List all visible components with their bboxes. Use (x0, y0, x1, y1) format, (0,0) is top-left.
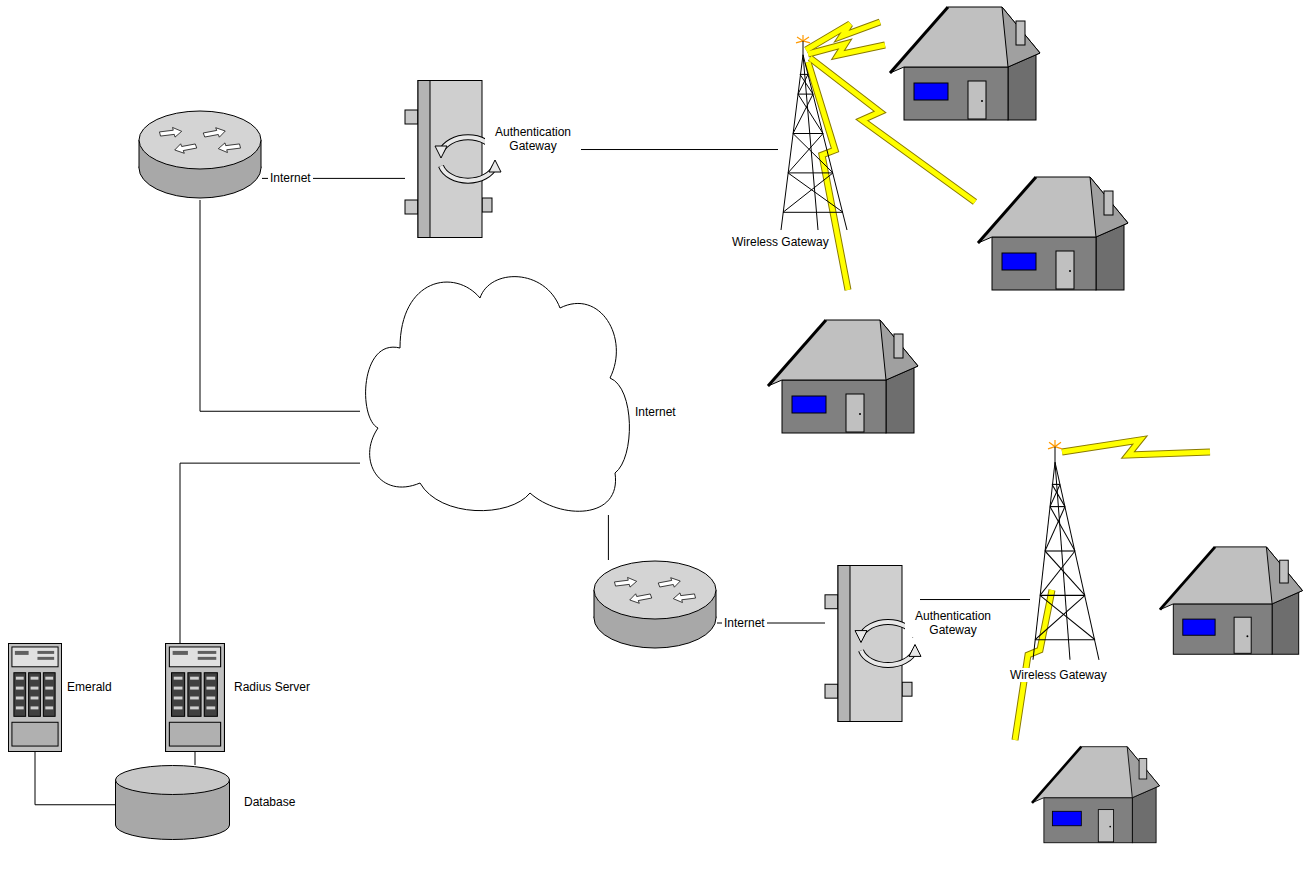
network-link (180, 463, 360, 643)
network-link (608, 515, 609, 560)
tower-icon (1030, 440, 1102, 662)
node-label: Authentication Gateway (905, 609, 1001, 637)
houses (768, 7, 1303, 843)
gateway-icon (825, 565, 920, 722)
node-label: Emerald (65, 680, 114, 694)
node-label: Database (242, 795, 297, 809)
network-link (35, 752, 115, 805)
router-node: Internet (138, 110, 262, 200)
node-label: Internet (633, 405, 678, 419)
gateway-node: Authentication Gateway (825, 565, 920, 722)
server-node: Radius Server (165, 643, 225, 752)
server-node: Emerald (8, 643, 62, 752)
node-label: Internet (268, 171, 313, 185)
database-node: Database (115, 765, 230, 840)
server-icon (165, 643, 225, 752)
network-link (195, 752, 196, 765)
router-icon (593, 560, 717, 650)
tower-node: Wireless Gateway (1030, 440, 1102, 662)
network-link (200, 200, 360, 411)
network-link (920, 599, 1030, 600)
router-node: Internet (593, 560, 717, 650)
node-label: Internet (722, 616, 767, 630)
gateway-node: Authentication Gateway (405, 80, 500, 238)
database-icon (115, 765, 230, 840)
cloud-node: Internet (360, 268, 630, 515)
gateway-icon (405, 80, 500, 238)
node-label: Wireless Gateway (730, 235, 831, 249)
cloud-icon (360, 268, 630, 515)
node-label: Radius Server (232, 680, 312, 694)
tower-node: Wireless Gateway (778, 35, 850, 232)
node-label: Wireless Gateway (1008, 668, 1109, 682)
tower-icon (778, 35, 850, 232)
node-label: Authentication Gateway (485, 125, 581, 153)
router-icon (138, 110, 262, 200)
server-icon (8, 643, 62, 752)
